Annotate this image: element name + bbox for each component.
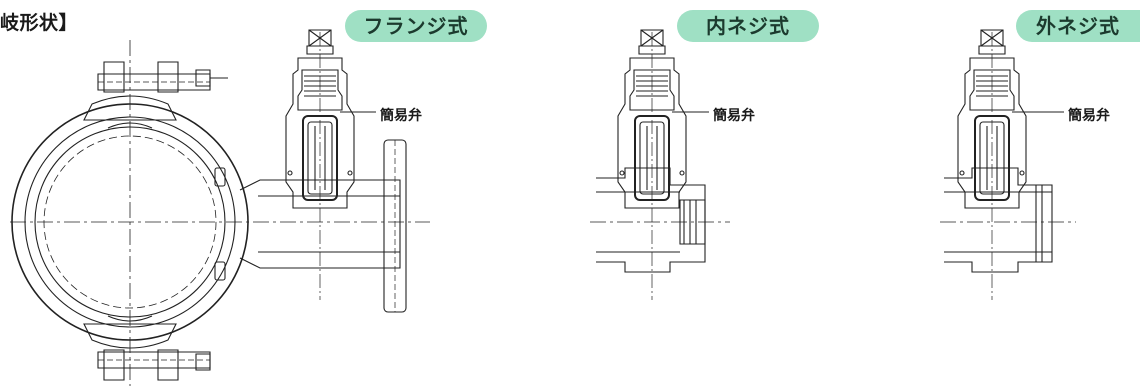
variant-label-inner-thread: 内ネジ式 [677,10,819,42]
variant-label-flange: フランジ式 [345,10,487,42]
callout-simple-valve-outer: 簡易弁 [1068,108,1110,124]
callout-simple-valve-inner: 簡易弁 [713,108,755,124]
section-heading: 岐形状】 [0,12,79,34]
variant-label-outer-thread: 外ネジ式 [1016,10,1140,42]
drawing-inner-thread-type [590,29,730,301]
drawing-outer-thread-type [940,29,1076,301]
callout-simple-valve-flange: 簡易弁 [380,108,422,124]
drawing-flange-type [10,29,430,386]
